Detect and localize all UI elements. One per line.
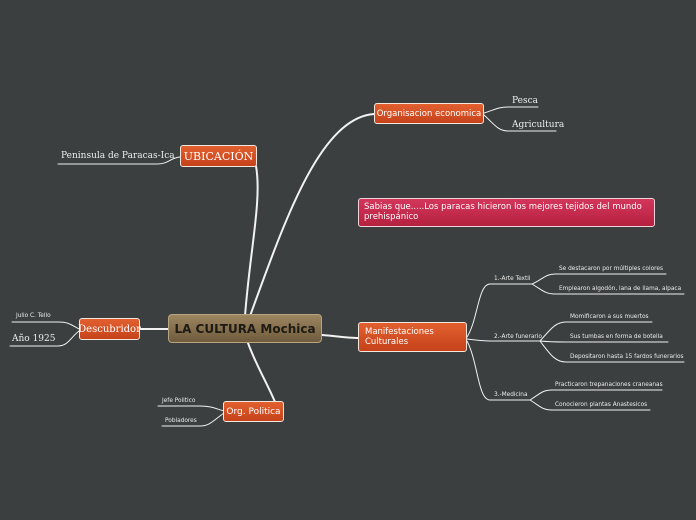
link-ubicacion [244, 165, 259, 317]
link-jefe [157, 405, 225, 412]
branch-org-economica-label: Organisacion economica [376, 108, 482, 119]
link-pobladores [161, 412, 225, 427]
leaf-plantas[interactable]: Conocieron plantas Anastesicos [555, 402, 648, 408]
link-trepanaciones [529, 389, 663, 401]
link-medicina [466, 340, 531, 401]
branch-org-economica[interactable]: Organisacion economica [374, 103, 484, 124]
leaf-trepanaciones[interactable]: Practicaron trepanaciones craneanas [555, 382, 663, 388]
branch-org-politica-label: Org. Politica [226, 406, 281, 417]
sub-medicina[interactable]: 3.-Medicina [494, 392, 528, 398]
link-plantas [529, 399, 651, 411]
central-topic[interactable]: LA CULTURA Mochica [168, 314, 322, 343]
link-arte-funerario [466, 338, 541, 342]
leaf-fardos[interactable]: Depositaron hasta 15 fardos funerarios [570, 354, 684, 360]
branch-descubridor[interactable]: Descubridor [78, 318, 141, 340]
sub-arte-funerario[interactable]: 2.-Arte funerario [494, 334, 542, 340]
leaf-pobladores[interactable]: Pobladores [165, 418, 197, 424]
central-topic-label: LA CULTURA Mochica [174, 321, 316, 336]
link-pesca [483, 106, 539, 114]
branch-manifestaciones-label: Manifestaciones Culturales [365, 327, 434, 347]
link-anio [9, 330, 80, 347]
branch-manifestaciones[interactable]: Manifestaciones Culturales [358, 322, 467, 352]
leaf-julio-tello[interactable]: Julio C. Tello [16, 313, 51, 319]
leaf-jefe-politico[interactable]: Jefe Politico [162, 398, 196, 404]
link-momificaron [539, 321, 653, 342]
link-fardos [539, 340, 685, 363]
leaf-anio-1925[interactable]: Año 1925 [12, 334, 56, 344]
branch-ubicacion-label: UBICACIÓN [183, 149, 254, 163]
link-org-politica [247, 342, 276, 403]
link-tumbas [539, 340, 669, 343]
branch-org-politica[interactable]: Org. Politica [223, 401, 284, 422]
leaf-agricultura[interactable]: Agricultura [512, 120, 565, 130]
link-agricultura [483, 114, 557, 132]
branch-ubicacion[interactable]: UBICACIÓN [180, 145, 257, 167]
link-colores [531, 273, 667, 285]
sub-arte-textil[interactable]: 1.-Arte Textil [494, 276, 531, 282]
leaf-peninsula[interactable]: Peninsula de Paracas-Ica [61, 151, 175, 161]
leaf-pesca[interactable]: Pesca [512, 96, 539, 106]
leaf-algodon[interactable]: Emplearon algodón, lana de llama, alpaca [559, 286, 682, 292]
link-manifestaciones [321, 334, 359, 339]
leaf-momificaron[interactable]: Momificaron a sus muertos [570, 314, 649, 320]
link-org-economica [249, 113, 375, 317]
note-sabias-que[interactable]: Sabias que.....Los paracas hicieron los … [358, 198, 655, 227]
note-sabias-que-text: Sabias que.....Los paracas hicieron los … [364, 202, 642, 222]
branch-descubridor-label: Descubridor [78, 323, 141, 335]
link-algodon [531, 283, 685, 295]
link-tello [11, 321, 80, 330]
link-arte-textil [466, 283, 533, 338]
leaf-colores[interactable]: Se destacaron por múltiples colores [559, 266, 663, 272]
leaf-tumbas[interactable]: Sus tumbas en forma de botella [570, 334, 663, 340]
link-peninsula [57, 156, 181, 165]
